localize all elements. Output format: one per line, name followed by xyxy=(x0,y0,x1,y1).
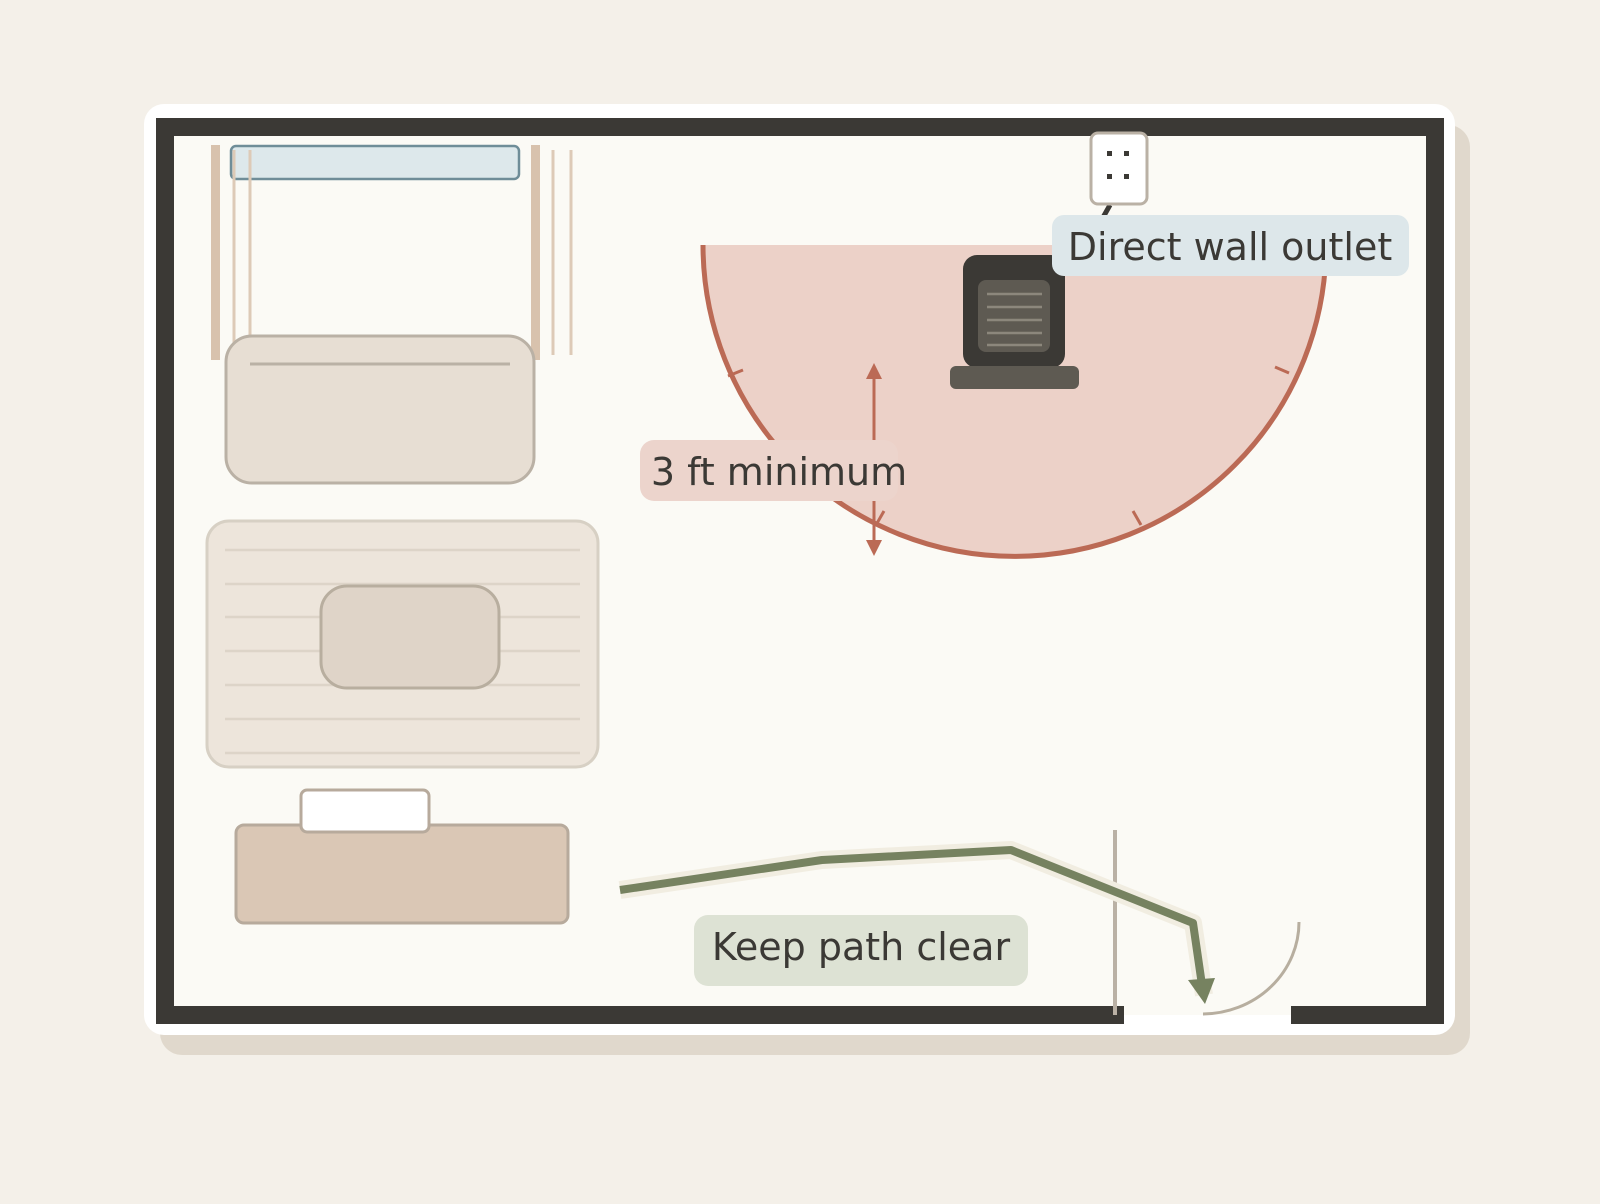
door-swing-icon xyxy=(1202,921,1301,1016)
clearance-label: 3 ft minimum xyxy=(640,440,907,501)
clearance-zone-arc xyxy=(700,244,1329,559)
walking-path xyxy=(619,846,1206,986)
outlet-label-text: Direct wall outlet xyxy=(1068,225,1392,269)
walking-path-arrowhead xyxy=(1188,978,1215,1004)
curtains xyxy=(211,145,540,360)
wall-outlet-icon xyxy=(1089,131,1149,206)
path-label: Keep path clear xyxy=(694,915,1028,986)
clearance-tick-marks xyxy=(727,365,1290,526)
rug-stripes xyxy=(225,548,580,755)
coffee-table xyxy=(319,584,501,690)
room-walls xyxy=(156,118,1444,1024)
space-heater-icon xyxy=(950,255,1079,389)
television xyxy=(299,788,431,834)
sofa xyxy=(224,334,536,485)
clearance-label-text: 3 ft minimum xyxy=(651,450,907,494)
window xyxy=(229,144,521,181)
path-label-text: Keep path clear xyxy=(712,925,1011,969)
outlet-label: Direct wall outlet xyxy=(1052,215,1409,276)
tv-stand xyxy=(234,823,570,925)
curtain-lines xyxy=(232,150,573,355)
